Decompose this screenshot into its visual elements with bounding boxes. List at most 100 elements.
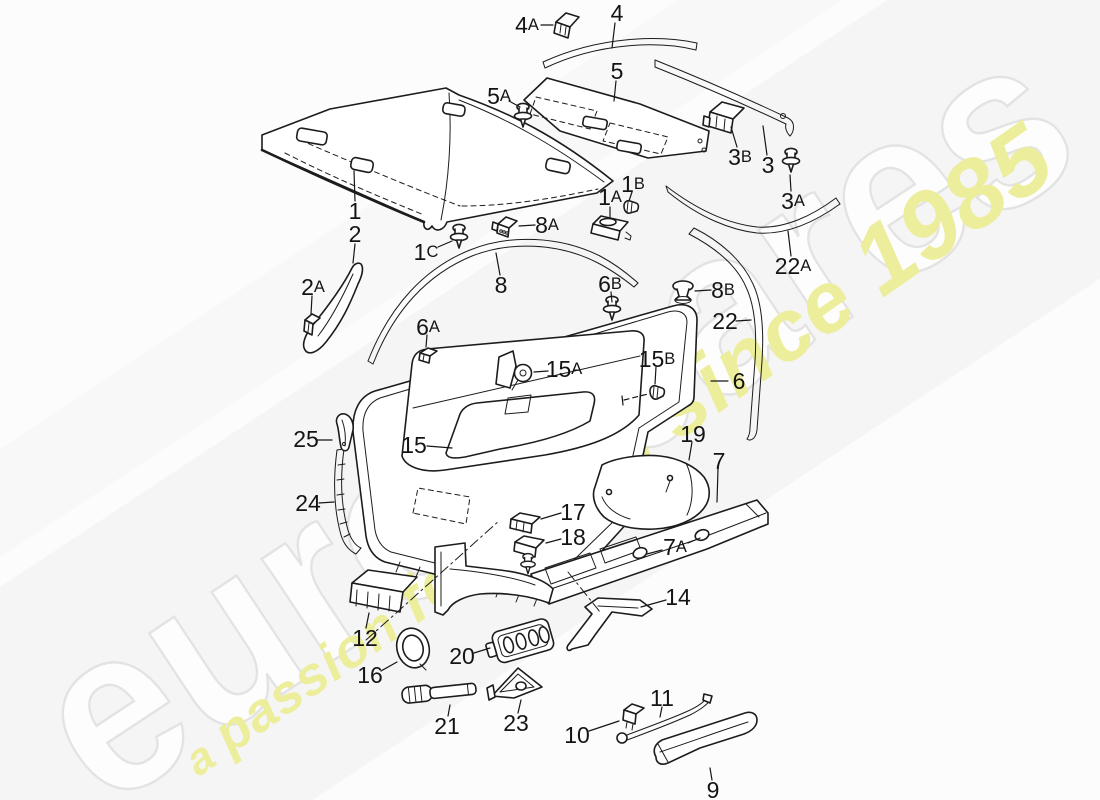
leader-line-23	[517, 699, 522, 714]
part-10-clip	[622, 703, 645, 731]
part-label-3B: 3B	[728, 144, 752, 170]
part-label-12: 12	[352, 625, 378, 651]
leader-line-14	[640, 599, 667, 608]
part-1b-clip	[623, 199, 640, 214]
part-label-4A: 4A	[515, 12, 539, 38]
part-16-ring	[395, 627, 431, 671]
part-2a-clip	[303, 313, 321, 336]
leader-line-1B	[628, 191, 633, 202]
part-3b-clip	[702, 101, 745, 134]
part-label-10: 10	[564, 722, 590, 748]
part-18-clip	[513, 535, 545, 575]
leader-line-7A	[646, 549, 663, 555]
part-label-4: 4	[611, 0, 624, 26]
part-label-9: 9	[707, 777, 720, 800]
part-label-18: 18	[560, 524, 586, 550]
part-label-16: 16	[357, 662, 383, 688]
leader-line-19	[688, 441, 693, 461]
part-label-17: 17	[560, 499, 586, 525]
leader-line-18	[545, 538, 562, 544]
leader-line-7A	[687, 537, 701, 544]
leader-line-3A	[789, 174, 792, 192]
part-4-trim-strip	[542, 38, 698, 69]
part-label-21: 21	[434, 713, 460, 739]
part-14-bracket	[566, 571, 653, 652]
part-label-5A: 5A	[487, 83, 511, 109]
part-label-6A: 6A	[416, 314, 440, 340]
part-label-5: 5	[611, 58, 624, 84]
leader-line-12	[365, 612, 370, 629]
leader-line-10	[588, 720, 620, 732]
leader-line-15B	[654, 366, 657, 385]
leader-line-21	[447, 704, 451, 717]
leader-line-3B	[730, 126, 738, 148]
leader-line-6B	[610, 291, 613, 303]
leader-line-7	[716, 468, 719, 503]
part-1a-lamp	[590, 215, 632, 241]
part-label-8A: 8A	[535, 212, 559, 238]
leader-line-9	[709, 767, 713, 781]
part-25-pull-handle	[335, 413, 354, 452]
part-label-1C: 1C	[414, 239, 439, 265]
part-5-headliner-rear	[523, 77, 710, 159]
part-label-6B: 6B	[598, 271, 622, 297]
part-8a-clip	[491, 216, 518, 238]
part-24-trim-strip	[334, 448, 362, 555]
leader-line-3	[762, 125, 768, 156]
leader-line-15	[426, 445, 453, 449]
part-22-trim	[688, 227, 764, 441]
part-21-handle-rod	[401, 682, 477, 704]
part-23-bracket	[486, 667, 543, 701]
part-8b-grommet	[672, 280, 694, 304]
part-label-22: 22	[712, 308, 738, 334]
part-2-pillar-trim	[302, 262, 364, 354]
part-label-1A: 1A	[598, 184, 622, 210]
part-label-25: 25	[293, 426, 319, 452]
leader-line-8A	[518, 224, 536, 227]
leader-line-2	[352, 243, 356, 264]
part-label-20: 20	[449, 643, 475, 669]
part-label-24: 24	[295, 490, 321, 516]
part-8-door-frame-trim	[367, 238, 639, 365]
part-label-6: 6	[733, 368, 746, 394]
leader-line-22A	[787, 230, 792, 257]
leader-line-5	[613, 80, 617, 102]
part-1-headliner	[260, 87, 614, 231]
part-22a-trim	[665, 185, 841, 234]
leader-line-5A	[508, 100, 521, 108]
leader-line-24	[318, 501, 335, 504]
part-20-switch-panel	[485, 618, 555, 664]
part-3-trim-strip	[654, 59, 794, 137]
leader-line-17	[540, 512, 562, 520]
part-label-8: 8	[495, 272, 508, 298]
part-19-door-pocket	[592, 454, 711, 530]
part-label-14: 14	[665, 584, 691, 610]
part-label-15B: 15B	[639, 346, 676, 372]
leader-line-4	[611, 22, 616, 49]
part-label-7A: 7A	[663, 534, 687, 560]
part-label-3: 3	[762, 152, 775, 178]
leader-line-16	[380, 661, 398, 672]
part-label-2: 2	[349, 221, 362, 247]
part-label-8B: 8B	[711, 277, 735, 303]
leader-line-6A	[425, 334, 428, 348]
part-15b-clip	[621, 384, 666, 406]
part-4a-clip	[553, 12, 580, 39]
part-label-3A: 3A	[781, 188, 805, 214]
leader-line-1	[353, 170, 356, 202]
part-label-23: 23	[503, 710, 529, 736]
part-label-22A: 22A	[775, 253, 812, 279]
part-15a-screw	[495, 350, 533, 391]
part-12-speaker	[349, 519, 501, 641]
leader-line-11	[659, 706, 663, 718]
leader-line-15A	[533, 370, 549, 373]
part-17-clip	[509, 512, 541, 534]
part-label-7: 7	[713, 448, 726, 474]
part-label-1B: 1B	[621, 171, 645, 197]
part-label-15: 15	[401, 432, 427, 458]
leader-line-8	[495, 252, 501, 276]
leader-line-1C	[437, 240, 453, 248]
